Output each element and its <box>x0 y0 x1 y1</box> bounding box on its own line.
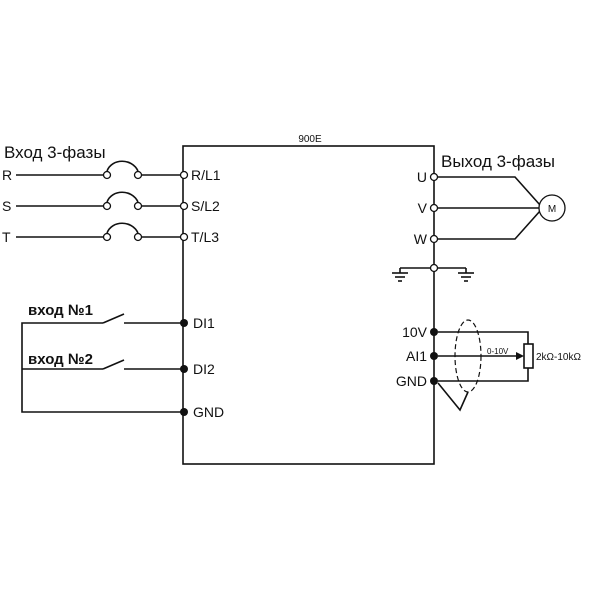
drive-model-label: 900E <box>298 134 322 145</box>
fuse-terminal <box>102 170 112 180</box>
terminal-label-s-l2: S/L2 <box>191 198 220 214</box>
terminal-gnd-left <box>180 408 188 416</box>
shield-wire <box>437 382 469 412</box>
terminal-u <box>429 172 439 182</box>
terminal-label-gnd-right: GND <box>396 373 427 389</box>
terminal-s-l2 <box>179 201 189 211</box>
motor-label: M <box>548 204 556 215</box>
wire-gnd-pot <box>438 368 529 382</box>
fuse-s <box>106 191 139 203</box>
fuse-terminal <box>133 170 143 180</box>
terminal-label-v: V <box>418 200 428 216</box>
ground-icon <box>392 268 408 282</box>
switch-di2 <box>102 359 125 370</box>
terminal-label-di2: DI2 <box>193 361 215 377</box>
terminal-label-gnd-left: GND <box>193 404 224 420</box>
input-title: Вход 3-фазы <box>4 143 106 162</box>
input-line-label-s: S <box>2 198 11 214</box>
input2-label: вход №2 <box>28 351 93 368</box>
terminal-w <box>429 234 439 244</box>
fuse-terminal <box>133 201 143 211</box>
terminal-10v <box>430 328 438 336</box>
wire-10v <box>438 331 529 344</box>
terminal-label-10v: 10V <box>402 324 428 340</box>
fuse-terminal <box>102 201 112 211</box>
terminal-label-ai1: AI1 <box>406 348 427 364</box>
terminal-di1 <box>180 319 188 327</box>
output-wire-w <box>437 210 541 240</box>
potentiometer <box>523 343 534 369</box>
terminal-label-di1: DI1 <box>193 315 215 331</box>
ground-terminal <box>429 263 439 273</box>
output-title: Выход 3-фазы <box>441 152 555 171</box>
fuse-terminal <box>102 232 112 242</box>
wiper-arrow <box>516 352 524 360</box>
drive-box <box>182 145 435 465</box>
terminal-label-t-l3: T/L3 <box>191 229 219 245</box>
ground-icon <box>458 268 474 282</box>
input-line-label-t: T <box>2 229 11 245</box>
terminal-v <box>429 203 439 213</box>
terminal-di2 <box>180 365 188 373</box>
pot-label: 2kΩ-10kΩ <box>536 352 581 363</box>
terminal-label-r-l1: R/L1 <box>191 167 221 183</box>
fuse-r <box>106 160 139 172</box>
input-line-label-r: R <box>2 167 12 183</box>
fuse-terminal <box>133 232 143 242</box>
range-label: 0-10V <box>487 347 509 356</box>
output-wire-u <box>437 176 541 206</box>
input1-label: вход №1 <box>28 302 93 319</box>
terminal-ai1 <box>430 352 438 360</box>
terminal-t-l3 <box>179 232 189 242</box>
terminal-gnd-right <box>430 377 438 385</box>
terminal-label-w: W <box>414 231 428 247</box>
terminal-r-l1 <box>179 170 189 180</box>
switch-di1 <box>102 313 125 324</box>
fuse-t <box>106 222 139 234</box>
common-wire <box>21 322 181 413</box>
terminal-label-u: U <box>417 169 427 185</box>
motor-circle <box>538 194 566 222</box>
